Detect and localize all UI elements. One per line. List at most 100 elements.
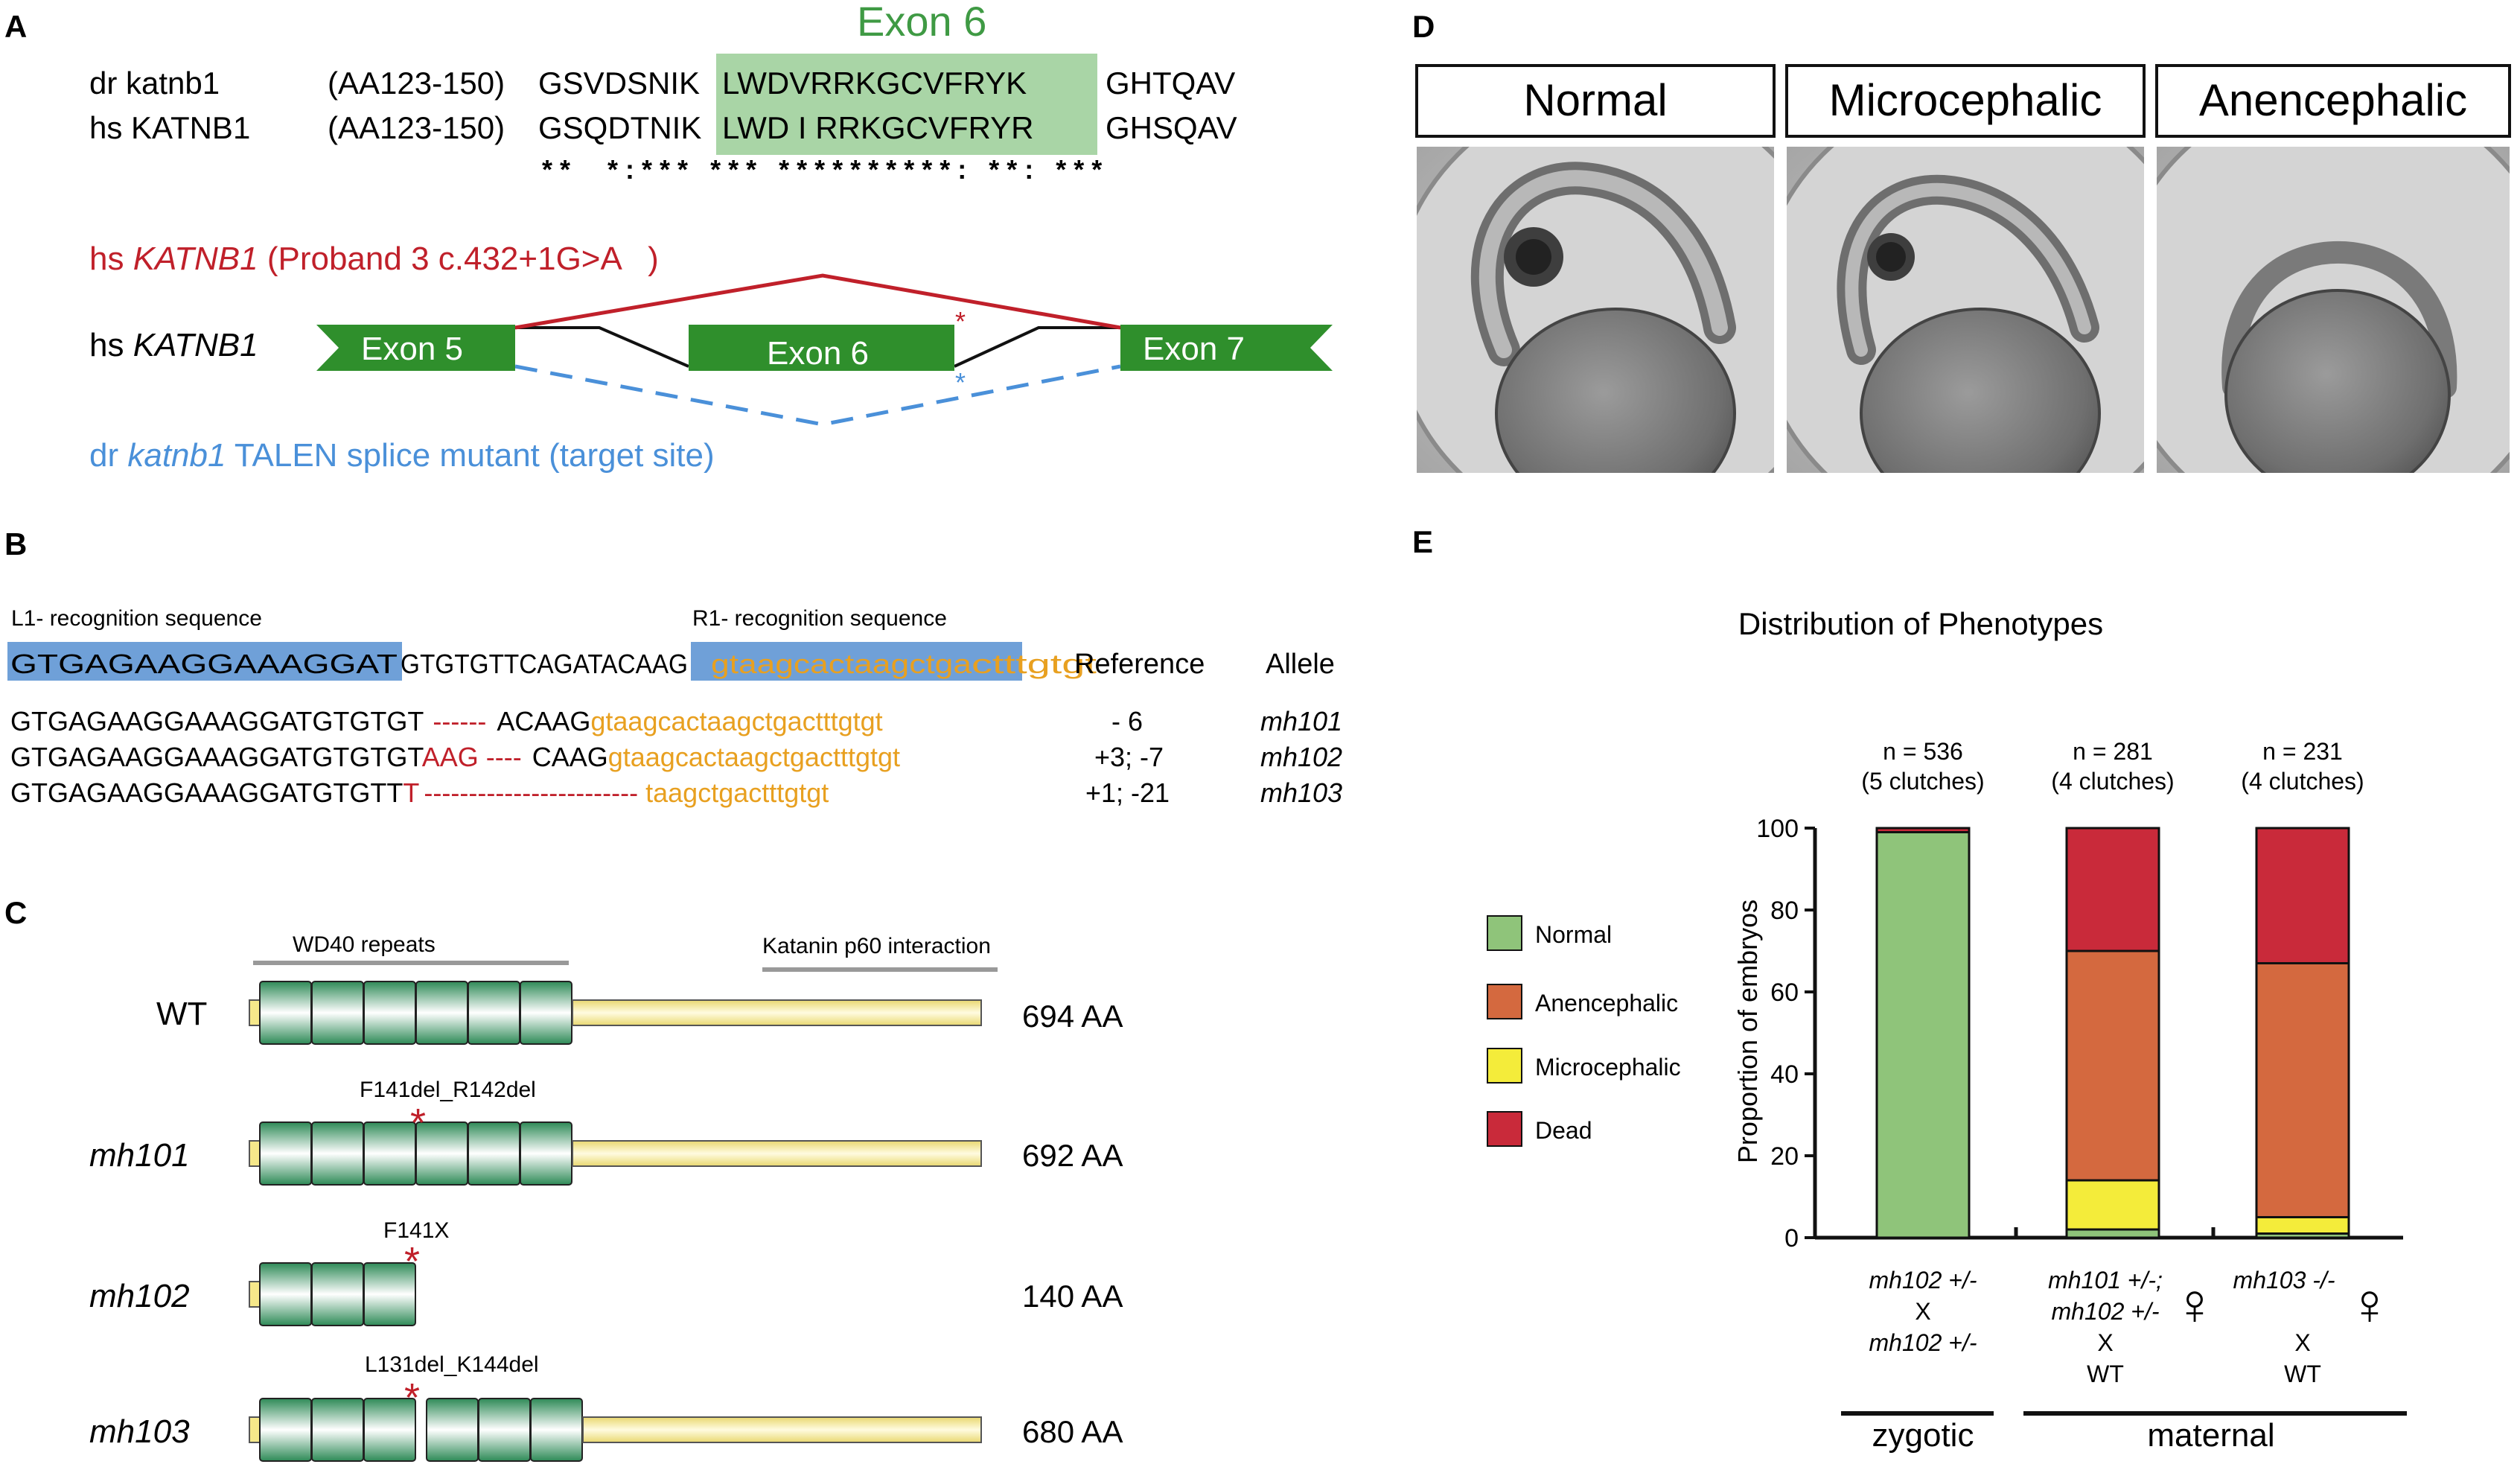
wt-wd40-block [520,981,572,1045]
wt-length: 694 AA [1022,999,1123,1034]
gene-label: hs KATNB1 [89,327,258,363]
mh103-wd40-block [426,1398,479,1462]
mh102-annotation: F141X [383,1218,449,1243]
exon6-box [689,325,954,371]
mh101-name: mh101 [89,1137,190,1174]
row1-pre: GSVDSNIK [538,66,700,101]
legend-label-anencephalic: Anencephalic [1535,990,1678,1016]
legend-label-normal: Normal [1535,921,1612,948]
y-tick-label: 40 [1770,1060,1799,1089]
y-tick-label: 100 [1756,815,1799,843]
talen-asterisk: * [955,367,966,398]
cross-3-line-1: mh103 -/- [2233,1267,2335,1294]
mh101-wd40-block [363,1121,416,1186]
clutch-label-2: (4 clutches) [2051,768,2174,795]
y-tick-label: 0 [1784,1224,1799,1253]
mh103-length: 680 AA [1022,1414,1123,1449]
wt-wd40-block [311,981,364,1045]
allele-row-1: GTGAGAAGGAAAGGATGTGTGT------ACAAGgtaagca… [10,706,883,736]
panel-d-letter: D [1412,9,1435,44]
label-box-microcephalic [1785,64,2146,138]
label-anencephalic: Anencephalic [2199,75,2467,125]
y-tick-label: 60 [1770,979,1799,1007]
talen-label: dr katnb1 TALEN splice mutant (target si… [89,437,715,474]
bar-segment-microcephalic [2255,1216,2350,1235]
cross-2-line-2: mh102 +/- [2052,1298,2160,1325]
bar-segment-dead [1875,827,1971,833]
bar-segment-anencephalic [2065,949,2160,1182]
panel-a-letter: A [4,9,27,44]
cross-3-line-3: X [2294,1329,2310,1356]
legend-swatch-dead [1487,1111,1522,1147]
mh101-wd40-block [520,1121,572,1186]
panel-e-letter: E [1412,524,1433,559]
panel-d: D Normal Microcephalic Anencephalic [1412,9,2511,473]
wt-name: WT [156,996,207,1032]
mh102-wd40-block [363,1262,416,1326]
n-label-2: n = 281 [2073,738,2153,765]
label-normal: Normal [1523,75,1667,125]
legend-label-microcephalic: Microcephalic [1535,1054,1681,1081]
wt-wd40-block [363,981,416,1045]
embryo-image-microcephalic [1787,147,2144,473]
allele-row-2: GTGAGAAGGAAAGGATGTGTGTAAG----CAAGgtaagca… [10,742,900,772]
katanin-label: Katanin p60 interaction [762,934,991,958]
row2-range: (AA123-150) [328,110,505,145]
wt-c-terminal-tail [572,999,982,1026]
female-symbol-2: ♀ [2173,1271,2217,1337]
cross-1-line-2: X [1915,1298,1930,1325]
female-symbol-3: ♀ [2348,1271,2392,1337]
mh103-wd40-block [311,1398,364,1462]
n-label-1: n = 536 [1883,738,1963,765]
allele-rows: GTGAGAAGGAAAGGATGTGTGT------ACAAGgtaagca… [10,706,1342,808]
row2-label: hs KATNB1 [89,110,250,145]
mh103-name: mh103 [89,1413,190,1450]
row2-exon: LWD I RRKGCVFRYR [722,110,1033,145]
ref-r1: gtaagcactaagctga [711,649,972,679]
wt-wd40-block [468,981,520,1045]
alignment: dr katnb1 (AA123-150) GSVDSNIK LWDVRRKGC… [89,66,1237,185]
ref-l1: GTGAGAAGGAAAGGAT [10,649,398,679]
y-tick-label: 20 [1770,1142,1799,1171]
cross-1-line-1: mh102 +/- [1869,1267,1977,1294]
legend-swatch-microcephalic [1487,1048,1522,1084]
intron-5-line [515,326,689,368]
mh102-wd40-block [259,1262,312,1326]
mh103-annotation: L131del_K144del [365,1352,539,1377]
cross-1-line-3: mh102 +/- [1869,1329,1977,1356]
exon7-label: Exon 7 [1143,331,1245,367]
wt-wd40-block [415,981,468,1045]
label-box-normal [1415,64,1776,138]
mh102-asterisk: * [404,1239,420,1284]
conservation-line: * * * : * * * * * * * * * * * * * * * * … [542,154,1102,185]
ref-tail: ctttgtgt [972,649,1097,679]
bar-segment-dead [2065,827,2160,952]
exon5-label: Exon 5 [361,331,463,367]
row1-range: (AA123-150) [328,66,505,101]
panel-b: B L1- recognition sequence R1- recogniti… [4,526,1342,808]
mh103-asterisk: * [404,1375,420,1420]
allele-header: Allele [1266,649,1335,680]
change-1: - 6 [1111,706,1143,736]
clutch-label-3: (4 clutches) [2241,768,2364,795]
proband-label: hs KATNB1 (Proband 3 c.432+1G>A ) [89,241,659,277]
talen-splice-line [514,364,1121,427]
row1-post: GHTQAV [1106,66,1235,101]
mh101-length: 692 AA [1022,1138,1123,1173]
panel-c-letter: C [4,895,27,930]
mh102-n-terminus [249,1281,261,1308]
exon6-highlight [716,54,1097,155]
mh102-wd40-block [311,1262,364,1326]
mh101-asterisk: * [410,1101,426,1145]
n-label-3: n = 231 [2262,738,2343,765]
clutch-label-1: (5 clutches) [1861,768,1984,795]
mh103-c-terminal-tail [582,1416,982,1443]
exon6-title: Exon 6 [857,0,986,45]
panel-b-letter: B [4,526,27,561]
change-3: +1; -21 [1085,777,1170,808]
bar-segment-anencephalic [2255,962,2350,1218]
row1-label: dr katnb1 [89,66,220,101]
group-zygotic: zygotic [1872,1417,1974,1454]
